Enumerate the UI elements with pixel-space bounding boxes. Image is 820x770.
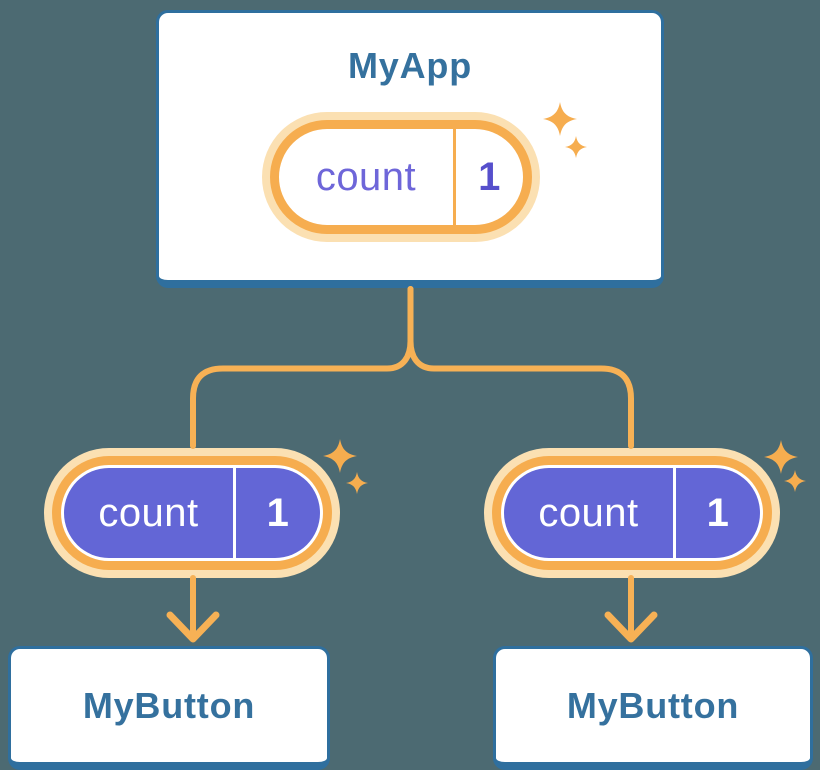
right-arrowhead-icon — [604, 611, 658, 643]
sparkle-icon — [346, 472, 368, 494]
connector-line-right — [407, 286, 634, 449]
left-child-component-title: MyButton — [82, 684, 256, 726]
root-state-name: count — [279, 129, 456, 225]
root-state-value: 1 — [478, 154, 501, 199]
right-prop-value: 1 — [706, 490, 730, 535]
left-arrowhead-icon — [166, 611, 220, 643]
left-prop-name: count — [64, 468, 236, 558]
left-prop-value: 1 — [266, 490, 290, 535]
right-prop-name: count — [504, 468, 676, 558]
root-state-pill: count 1 — [270, 120, 532, 234]
right-child-component-title: MyButton — [566, 684, 740, 726]
sparkle-icon — [323, 439, 357, 473]
sparkle-icon — [764, 440, 798, 474]
left-prop-pill: count 1 — [64, 468, 320, 558]
right-child-component-card: MyButton — [493, 646, 813, 770]
left-child-component-card: MyButton — [8, 646, 330, 770]
right-prop-pill: count 1 — [504, 468, 760, 558]
connector-line-left — [190, 286, 414, 449]
root-component-title: MyApp — [348, 45, 472, 86]
sparkle-icon — [784, 470, 806, 492]
